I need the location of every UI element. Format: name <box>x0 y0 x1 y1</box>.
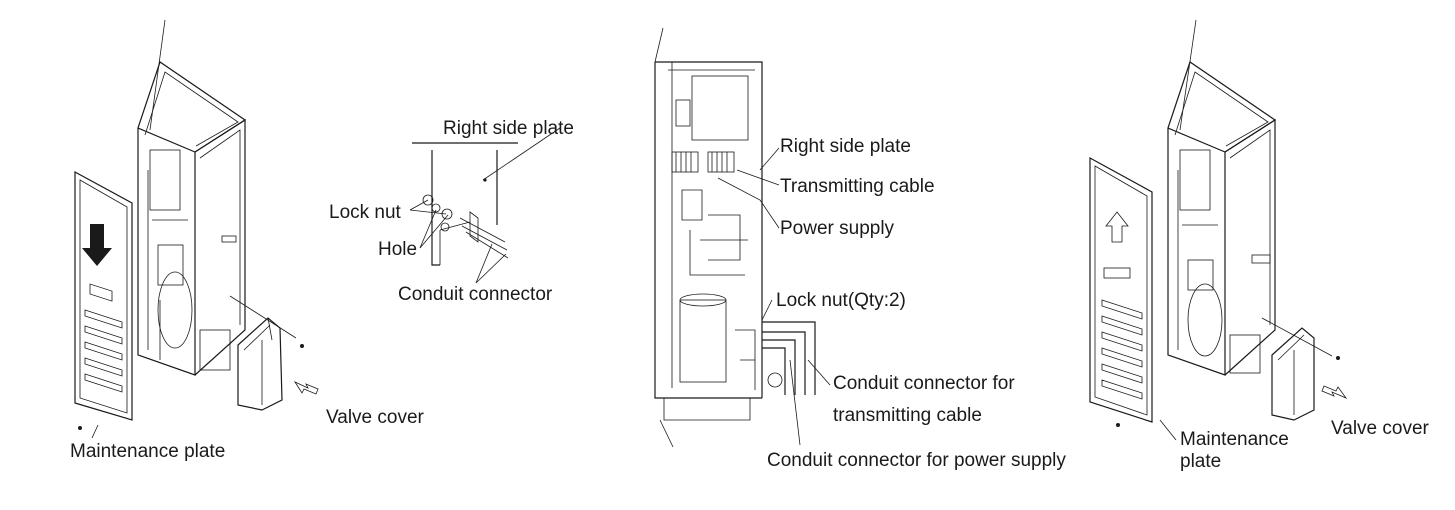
outdoor-unit-body-4 <box>1167 61 1277 376</box>
label-lock-nut-3: Lock nut(Qty:2) <box>776 290 906 311</box>
figure-2-conduit-detail: Right side plate Lock nut Hole Conduit c… <box>329 118 574 305</box>
label-transmitting-cable-3: Transmitting cable <box>780 176 935 197</box>
outline-arrow-icon <box>293 381 319 395</box>
label-maintenance-line2-4: plate <box>1180 451 1221 472</box>
valve-cover-4 <box>1271 327 1348 421</box>
figure-4-attach-maintenance-plate: Maintenance plate Valve cover <box>1089 19 1430 472</box>
label-maintenance-plate-1: Maintenance plate <box>70 441 225 462</box>
label-valve-cover-1: Valve cover <box>326 407 425 428</box>
label-lock-nut-2: Lock nut <box>329 202 402 223</box>
up-arrow-icon <box>1105 211 1129 243</box>
figure-1-remove-maintenance-plate: Maintenance plate Valve cover <box>70 19 425 462</box>
outline-arrow-icon-4 <box>1321 385 1348 399</box>
label-conduit-connector-2: Conduit connector <box>398 284 553 305</box>
label-power-supply-3: Power supply <box>780 218 895 239</box>
label-conduit-transmitting-line2: transmitting cable <box>833 405 982 426</box>
label-valve-cover-4: Valve cover <box>1331 418 1430 439</box>
down-arrow-icon <box>82 224 112 266</box>
label-maintenance-line1-4: Maintenance <box>1180 429 1289 450</box>
terminal-blocks <box>671 151 735 173</box>
outdoor-unit-body <box>137 61 247 376</box>
figure-3-open-unit-wiring: Right side plate Transmitting cable Powe… <box>654 27 1066 471</box>
maintenance-plate-4 <box>1089 156 1153 427</box>
label-conduit-power-3: Conduit connector for power supply <box>767 450 1066 471</box>
label-conduit-transmitting-line1: Conduit connector for <box>833 373 1015 394</box>
label-right-side-plate-3: Right side plate <box>780 136 911 157</box>
valve-cover <box>237 317 319 411</box>
louver-slots-4 <box>1101 299 1143 400</box>
maintenance-plate <box>74 170 133 430</box>
label-right-side-plate-2: Right side plate <box>443 118 574 139</box>
label-hole-2: Hole <box>378 239 417 260</box>
louver-slots <box>84 309 123 393</box>
